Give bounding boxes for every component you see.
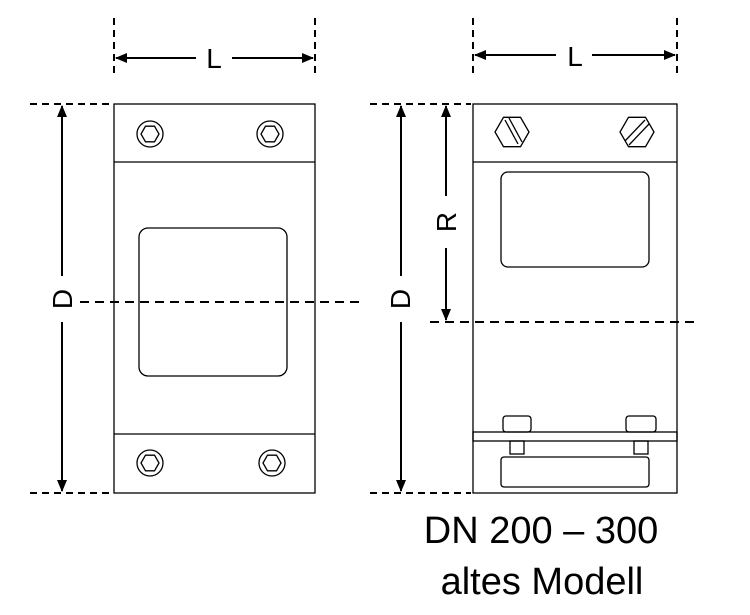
left-bolt-bottom-left — [136, 449, 164, 477]
right-height-label: D — [385, 289, 416, 309]
right-clamp-bar — [472, 431, 678, 442]
right-screw-left — [494, 116, 530, 148]
right-width-label: L — [567, 41, 583, 72]
left-width-label: L — [206, 43, 222, 74]
right-lower-block — [500, 456, 650, 488]
caption-line-1: DN 200 – 300 — [424, 510, 659, 552]
right-clamp-bolt-right — [625, 415, 657, 455]
caption-line-2: altes Modell — [441, 561, 644, 603]
right-window — [500, 171, 650, 268]
left-bolt-bottom-right — [258, 449, 286, 477]
right-screw-right — [619, 116, 655, 148]
right-radius-label: R — [431, 212, 462, 232]
left-dimensions — [30, 18, 360, 494]
left-view — [113, 103, 316, 494]
left-window — [138, 227, 288, 377]
left-body-outline — [113, 103, 316, 494]
left-bolt-top-right — [256, 120, 284, 148]
left-bolt-top-left — [136, 120, 164, 148]
left-height-label: D — [47, 289, 78, 309]
right-view — [472, 103, 678, 494]
right-body-outline — [472, 103, 678, 494]
right-dimensions — [370, 18, 697, 494]
right-clamp-bolt-left — [502, 415, 532, 455]
